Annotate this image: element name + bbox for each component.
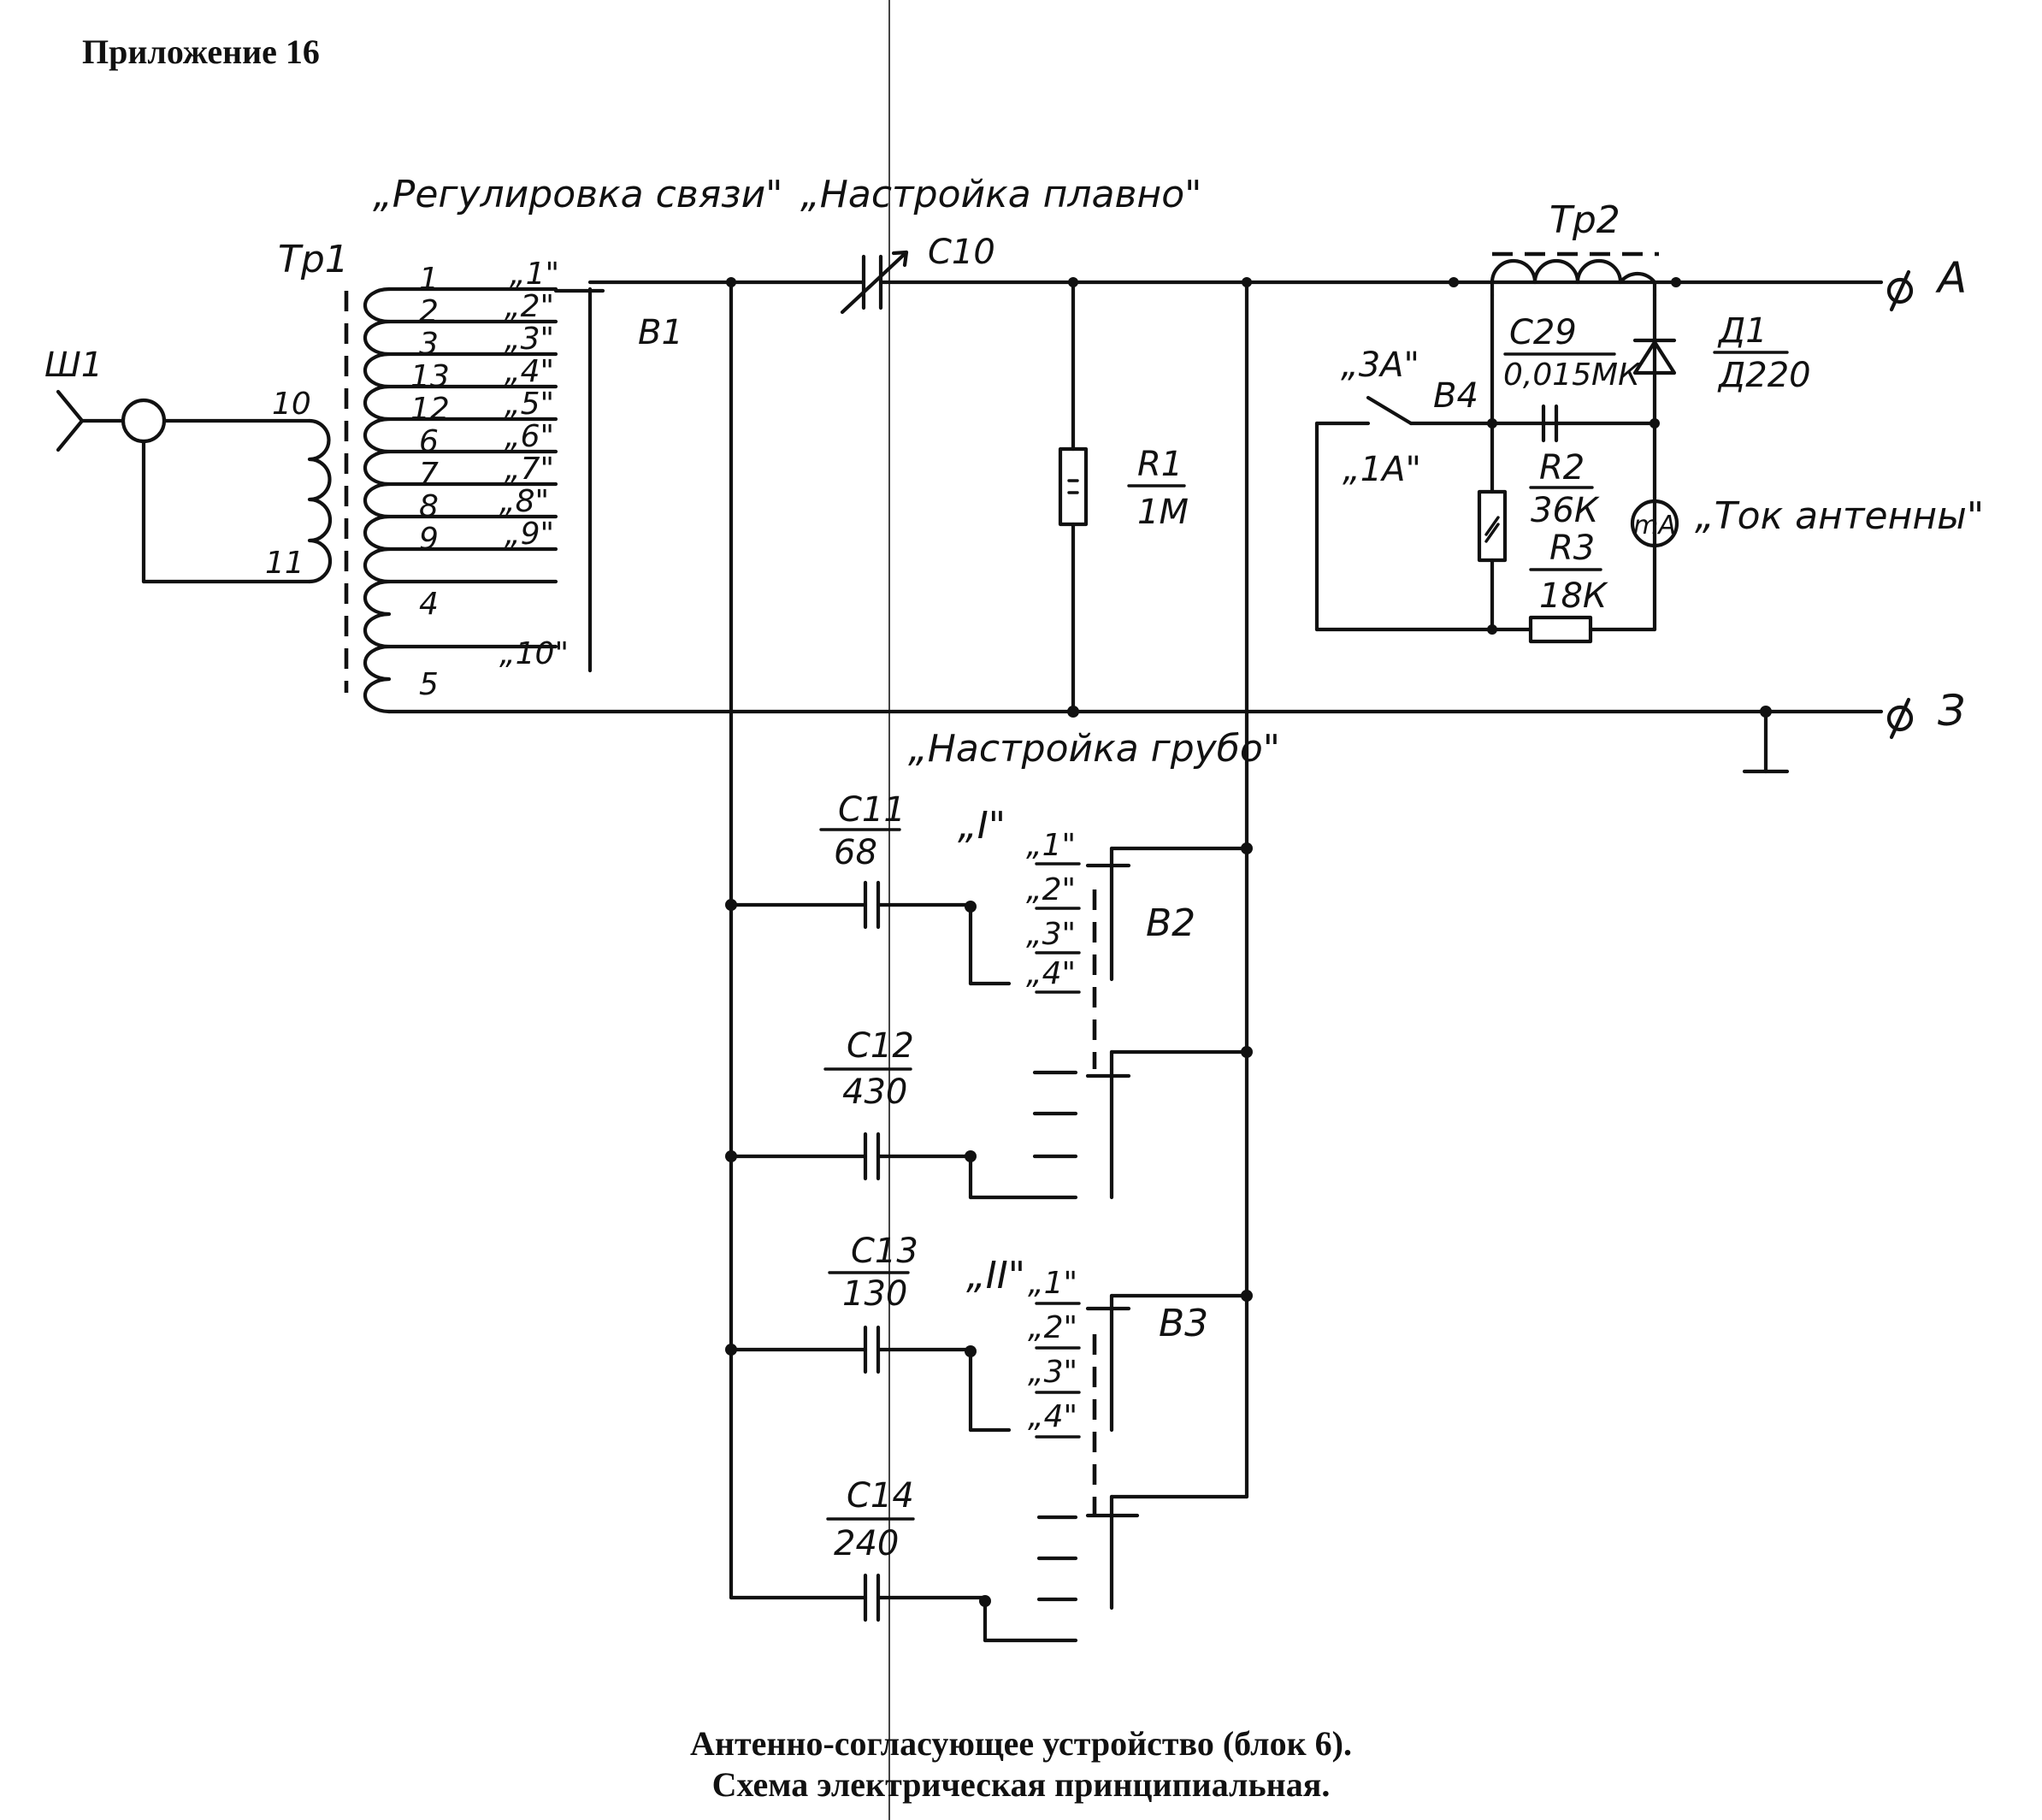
b4-pos-1: „3А" [1341, 346, 1419, 385]
left-bus [725, 280, 737, 1600]
r2-name: R2 [1539, 448, 1585, 488]
c11-value: 68 [834, 833, 877, 872]
b3-pos-1: „1" [1028, 1266, 1077, 1301]
c14-name: С14 [847, 1476, 914, 1516]
resistor-r1: R1 1М [1058, 280, 1189, 718]
b2-pos-3: „3" [1026, 917, 1076, 952]
tr1-tap-5: 5 [419, 667, 439, 702]
tr2-secondary-loop [1487, 292, 1660, 503]
b3-pos-4: „4" [1028, 1399, 1077, 1434]
tr1-tap-12: 12 [410, 392, 450, 427]
tr1-pin-10: 10 [272, 387, 311, 422]
coarse-tuning-label: „Настройка грубо" [908, 727, 1280, 771]
b3-label: В3 [1159, 1302, 1208, 1345]
b1-pos-10: „10" [499, 636, 569, 671]
tr1-primary-winding: 10 11 [265, 387, 333, 584]
tr1-tap-7: 7 [419, 457, 439, 492]
c12-name: С12 [847, 1026, 914, 1066]
antenna-line [726, 277, 1884, 287]
tr1-tap-6: 6 [419, 424, 439, 459]
tr1-tap-4: 4 [419, 587, 439, 622]
meter-section: mA R2 36К R3 18К „Ток антенны" [1477, 421, 1984, 644]
b1-pos-5: „5" [505, 387, 554, 422]
b1-pos-6: „6" [505, 419, 554, 454]
b1-pos-7: „7" [505, 452, 554, 487]
r1-value: 1М [1137, 493, 1189, 532]
capacitor-c12: С12 430 [729, 1026, 1078, 1200]
fine-tuning-label: „Настройка плавно" [800, 173, 1201, 216]
diode-d1: Д1 Д220 [1632, 311, 1811, 395]
b1-pos-3: „3" [505, 322, 554, 357]
b1-pos-2: „2" [505, 289, 554, 324]
b2-pos-2: „2" [1026, 872, 1076, 907]
b3-pos-3: „3" [1028, 1355, 1077, 1390]
r3-name: R3 [1549, 529, 1595, 568]
terminal-z: З [1886, 686, 1965, 740]
r2-value: 36К [1531, 491, 1600, 530]
b3-group-label: „II" [966, 1254, 1025, 1297]
sh1-label: Ш1 [44, 346, 103, 385]
capacitor-c29: С29 0,015МК [1503, 313, 1641, 443]
c12-value: 430 [842, 1072, 907, 1112]
right-bus [1241, 280, 1253, 1499]
b2-pos-4: „4" [1026, 956, 1076, 991]
r3-value: 18К [1539, 576, 1608, 616]
ground-line [729, 706, 1884, 774]
b2-group-label: „I" [958, 804, 1006, 848]
terminal-a-label: А [1935, 253, 1967, 303]
b1-pos-9: „9" [505, 517, 554, 552]
b4-label: В4 [1433, 376, 1478, 416]
tr1-core: Тр1 [278, 238, 349, 693]
b1-label: В1 [638, 313, 683, 352]
b1-pos-1: „1" [510, 257, 559, 292]
c29-name: С29 [1509, 313, 1577, 352]
c13-value: 130 [842, 1274, 907, 1314]
b4-pos-2: „1А" [1343, 450, 1421, 489]
tr1-pin-11: 11 [265, 546, 304, 581]
antenna-current-label: „Ток антенны" [1695, 494, 1984, 538]
capacitor-c10: С10 [840, 233, 995, 315]
c14-value: 240 [834, 1524, 899, 1563]
tr1-tap-13: 13 [410, 359, 450, 394]
tr1-label: Тр1 [278, 238, 349, 281]
c11-name: С11 [838, 790, 906, 830]
tr1-secondary-winding: 1 2 3 13 12 6 7 8 9 4 5 [363, 262, 734, 714]
b2-pos-1: „1" [1026, 828, 1076, 863]
b1-pos-4: „4" [505, 354, 554, 389]
milliammeter-icon: mA [1633, 511, 1676, 541]
tr1-tap-2: 2 [419, 294, 439, 329]
switch-b1: „1" „2" „3" „4" „5" „6" „7" „8" „9" „10"… [499, 257, 734, 673]
d1-name: Д1 [1717, 311, 1768, 351]
tr1-tap-8: 8 [419, 489, 439, 524]
terminal-z-label: З [1938, 686, 1965, 736]
c10-label: С10 [928, 233, 995, 272]
terminal-a: А [1886, 253, 1967, 312]
connector-sh1: Ш1 [44, 346, 312, 584]
c29-value: 0,015МК [1503, 358, 1641, 393]
switch-b2: „I" В2 „1" „2" „3" „4" [958, 804, 1249, 1200]
tr1-tap-9: 9 [419, 522, 439, 557]
tr1-tap-1: 1 [419, 262, 439, 297]
d1-value: Д220 [1717, 356, 1811, 395]
capacitor-c11: С11 68 [729, 790, 1012, 986]
c13-name: С13 [851, 1232, 918, 1271]
appendix-title: Приложение 16 [82, 32, 320, 71]
tr1-tap-3: 3 [419, 327, 439, 362]
capacitor-c14: С14 240 [729, 1476, 1078, 1643]
caption-line-2: Схема электрическая принципиальная. [712, 1765, 1331, 1804]
transformer-tr2: Тр2 [1490, 198, 1659, 298]
b3-pos-2: „2" [1028, 1310, 1077, 1345]
b2-label: В2 [1146, 901, 1195, 945]
tr2-label: Тр2 [1549, 198, 1620, 242]
b1-pos-8: „8" [499, 484, 549, 519]
capacitor-c13: С13 130 [729, 1232, 1012, 1433]
switch-b4: „3А" „1А" В4 [1314, 346, 1495, 632]
switch-b3: „II" В3 „1" „2" „3" „4" [966, 1254, 1249, 1610]
caption-line-1: Антенно-согласующее устройство (блок 6). [690, 1724, 1352, 1763]
r1-name: R1 [1137, 445, 1183, 484]
coupling-label: „Регулировка связи" [373, 173, 782, 216]
